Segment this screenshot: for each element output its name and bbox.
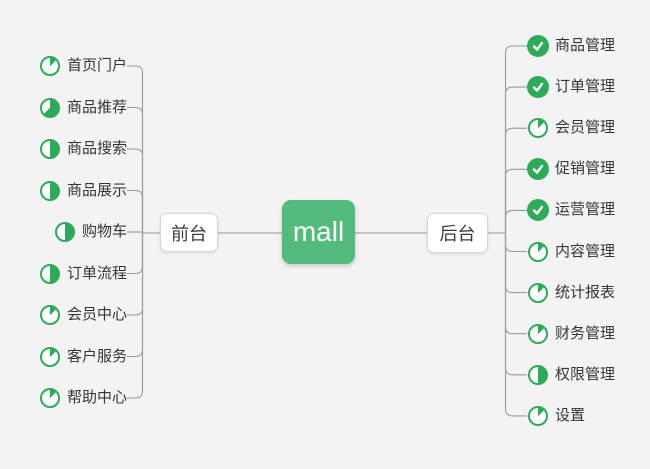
progress-pie-icon bbox=[39, 346, 61, 368]
frontend-topic[interactable]: 商品搜索 bbox=[39, 138, 127, 160]
frontend-topic[interactable]: 帮助中心 bbox=[39, 387, 127, 409]
topic-label: 订单管理 bbox=[555, 78, 616, 96]
topic-label: 客户服务 bbox=[66, 347, 127, 365]
backend-topic[interactable]: 会员管理 bbox=[527, 117, 615, 139]
topic-label: 设置 bbox=[555, 406, 586, 424]
frontend-topic[interactable]: 客户服务 bbox=[39, 346, 127, 368]
progress-pie-icon bbox=[39, 387, 61, 409]
progress-pie-icon bbox=[527, 364, 549, 386]
progress-pie-icon bbox=[527, 117, 549, 139]
backend-topic[interactable]: 财务管理 bbox=[527, 323, 615, 345]
frontend-topic[interactable]: 商品展示 bbox=[39, 180, 127, 202]
topic-label: 促销管理 bbox=[555, 160, 616, 178]
topic-label: 帮助中心 bbox=[66, 389, 127, 406]
topic-label: 统计报表 bbox=[555, 283, 616, 301]
progress-pie-icon bbox=[527, 282, 549, 304]
progress-pie-icon bbox=[39, 97, 61, 119]
topic-label: 权限管理 bbox=[555, 365, 616, 383]
topic-label: 订单流程 bbox=[66, 264, 127, 282]
frontend-topic[interactable]: 首页门户 bbox=[39, 55, 127, 77]
progress-pie-icon bbox=[39, 263, 61, 285]
branch-node-backend[interactable]: 后台 bbox=[427, 213, 488, 253]
topic-label: 商品展示 bbox=[66, 181, 127, 199]
topic-label: 内容管理 bbox=[555, 242, 616, 260]
backend-topic[interactable]: 权限管理 bbox=[527, 364, 615, 386]
progress-pie-icon bbox=[39, 304, 61, 326]
progress-pie-icon bbox=[39, 138, 61, 160]
frontend-topic[interactable]: 商品推荐 bbox=[39, 97, 127, 119]
frontend-topic[interactable]: 购物车 bbox=[54, 221, 127, 243]
topic-label: 会员管理 bbox=[555, 119, 616, 137]
topic-label: 首页门户 bbox=[66, 57, 127, 74]
frontend-topic[interactable]: 会员中心 bbox=[39, 304, 127, 326]
root-node-mall[interactable]: mall bbox=[282, 200, 355, 264]
frontend-topic[interactable]: 订单流程 bbox=[39, 263, 127, 285]
progress-pie-icon bbox=[39, 180, 61, 202]
task-done-icon bbox=[527, 199, 549, 222]
topic-label: 商品推荐 bbox=[66, 98, 127, 116]
task-done-icon bbox=[527, 76, 549, 99]
topic-label: 运营管理 bbox=[555, 201, 616, 219]
backend-topic[interactable]: 促销管理 bbox=[527, 158, 616, 181]
task-done-icon bbox=[527, 35, 549, 57]
backend-topic[interactable]: 设置 bbox=[527, 405, 585, 427]
topic-label: 商品搜索 bbox=[66, 140, 127, 157]
backend-topic[interactable]: 商品管理 bbox=[527, 35, 615, 57]
progress-pie-icon bbox=[527, 405, 549, 427]
backend-topic[interactable]: 运营管理 bbox=[527, 199, 616, 222]
backend-topic[interactable]: 统计报表 bbox=[527, 282, 615, 304]
backend-topic[interactable]: 内容管理 bbox=[527, 241, 615, 263]
progress-pie-icon bbox=[54, 221, 76, 243]
topic-label: 会员中心 bbox=[66, 306, 127, 323]
topic-label: 商品管理 bbox=[555, 37, 616, 54]
progress-pie-icon bbox=[527, 241, 549, 263]
topic-label: 财务管理 bbox=[555, 324, 616, 342]
progress-pie-icon bbox=[527, 323, 549, 345]
topic-label: 购物车 bbox=[81, 223, 127, 240]
progress-pie-icon bbox=[39, 55, 61, 77]
branch-node-frontend[interactable]: 前台 bbox=[160, 213, 218, 252]
backend-topic[interactable]: 订单管理 bbox=[527, 76, 616, 99]
task-done-icon bbox=[527, 158, 549, 181]
